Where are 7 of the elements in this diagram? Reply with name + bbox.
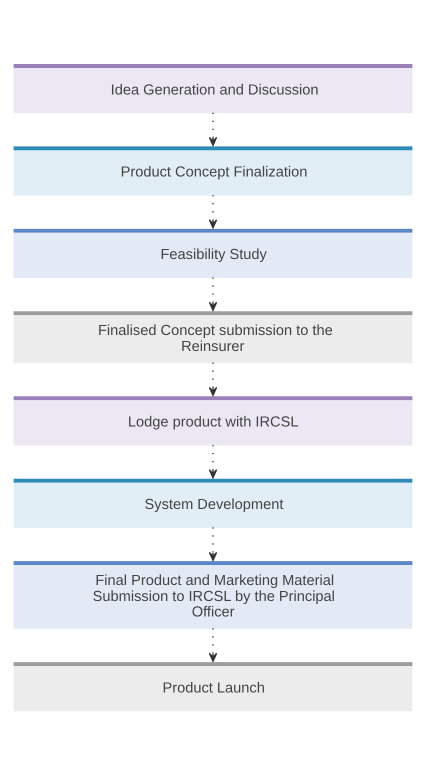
arrow <box>208 628 218 662</box>
arrow <box>208 278 218 311</box>
arrow <box>208 527 218 562</box>
arrow <box>208 195 218 228</box>
arrow <box>208 112 218 146</box>
arrow <box>208 445 218 478</box>
arrow <box>208 362 218 396</box>
